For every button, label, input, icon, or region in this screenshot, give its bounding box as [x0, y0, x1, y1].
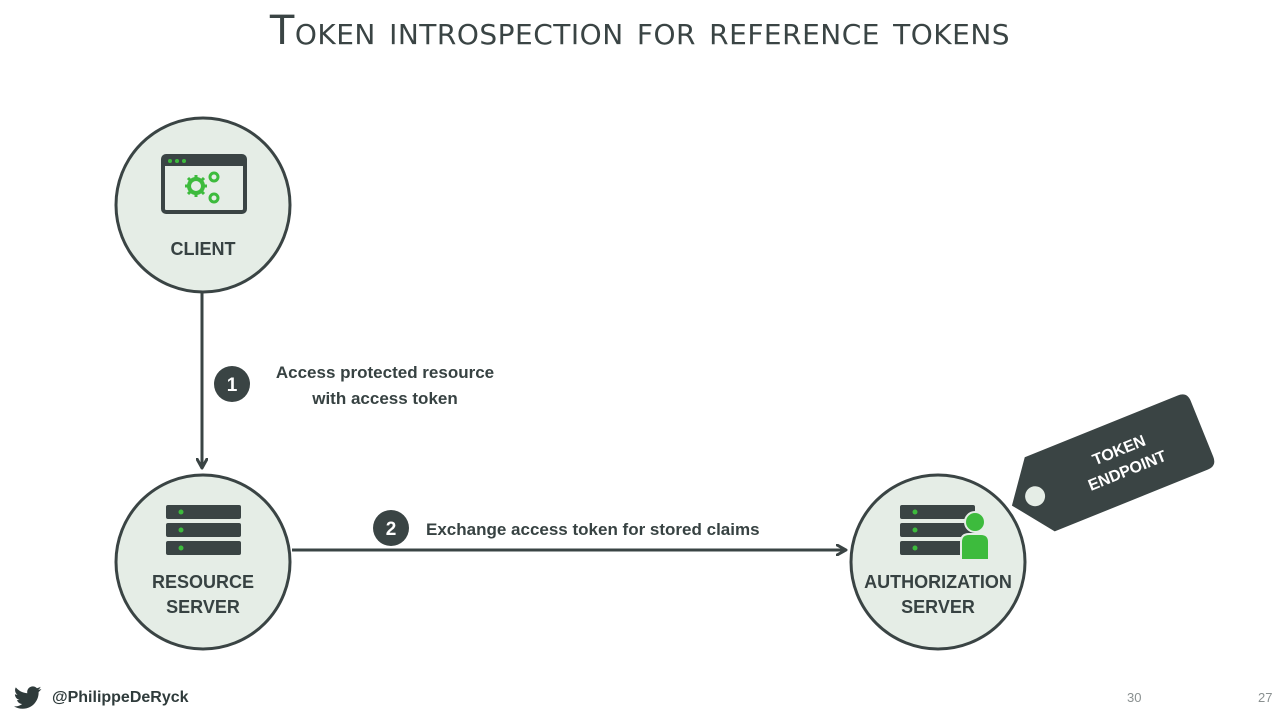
client-node: CLIENT: [114, 116, 292, 294]
step-2-number: 2: [386, 519, 397, 540]
step-1-text-line1: Access protected resource: [276, 363, 494, 382]
footer-twitter-handle[interactable]: @PhilippeDeRyck: [14, 686, 189, 710]
slide-title: Token introspection for reference tokens: [269, 8, 1011, 54]
authorization-server-label-line2: SERVER: [901, 597, 975, 617]
token-endpoint-tag: TOKEN ENDPOINT: [1011, 394, 1215, 532]
twitter-bird-icon: [14, 686, 42, 709]
server-user-icon: [900, 505, 990, 561]
server-stack-icon: [166, 505, 241, 555]
resource-server-node: RESOURCE SERVER: [114, 473, 292, 651]
step-1-number: 1: [227, 375, 238, 396]
step-1: 1 Access protected resource with access …: [214, 363, 494, 408]
step-1-text-line2: with access token: [311, 389, 458, 408]
step-2-badge: [373, 510, 409, 546]
client-label: CLIENT: [171, 239, 236, 259]
resource-server-label-line1: RESOURCE: [152, 572, 254, 592]
authorization-server-node: AUTHORIZATION SERVER: [849, 473, 1027, 651]
step-1-badge: [214, 366, 250, 402]
browser-gears-icon: [161, 154, 247, 214]
authorization-server-label-line1: AUTHORIZATION: [864, 572, 1012, 592]
page-number: 27: [1258, 690, 1273, 705]
step-2-text: Exchange access token for stored claims: [426, 520, 760, 539]
footer-handle-text: @PhilippeDeRyck: [52, 689, 189, 706]
slide-number: 30: [1127, 690, 1142, 705]
resource-server-label-line2: SERVER: [166, 597, 240, 617]
step-2: 2 Exchange access token for stored claim…: [373, 510, 760, 546]
